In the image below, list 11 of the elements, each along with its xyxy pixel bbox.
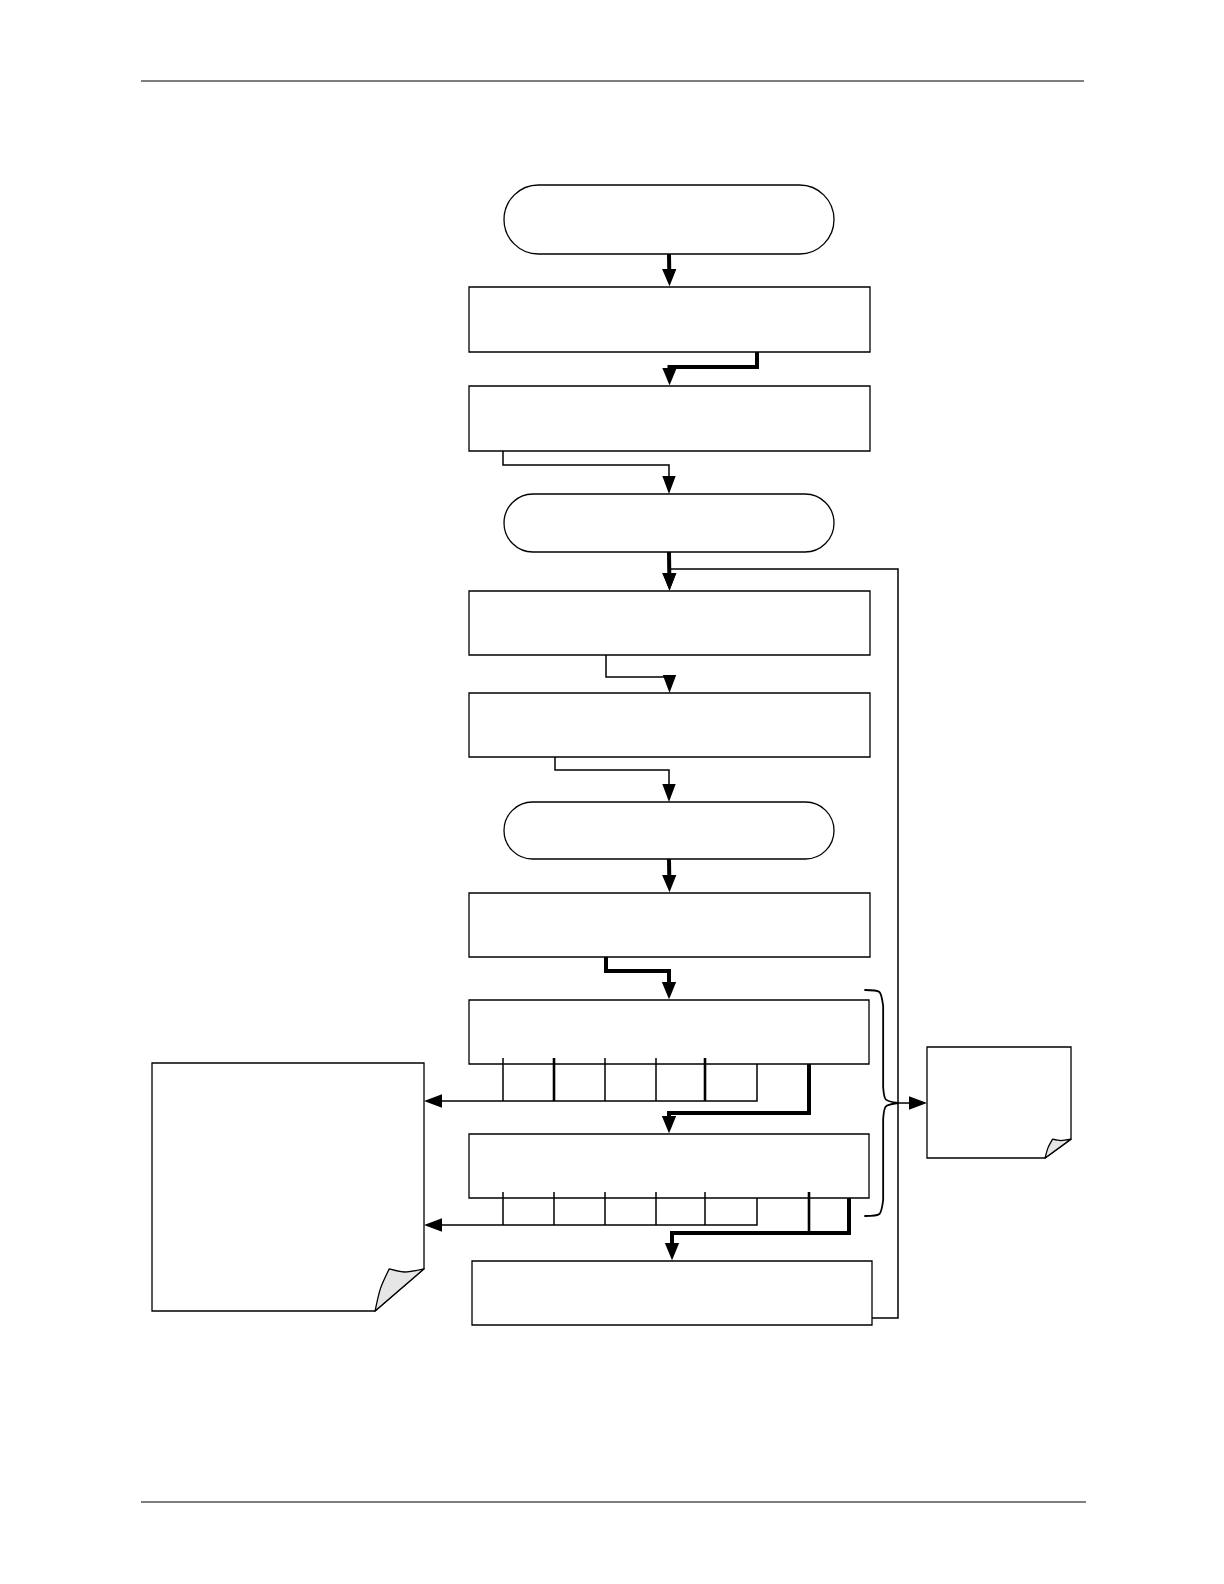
process-box bbox=[468, 1133, 870, 1199]
process-box bbox=[471, 1260, 873, 1326]
process-box bbox=[468, 692, 871, 758]
curly-brace bbox=[864, 989, 899, 1217]
process-box bbox=[468, 999, 870, 1065]
note-sheet bbox=[151, 1062, 425, 1312]
note-sheet bbox=[926, 1046, 1072, 1159]
process-box bbox=[468, 286, 871, 353]
process-box bbox=[468, 590, 871, 656]
process-box bbox=[468, 385, 871, 452]
process-box bbox=[468, 892, 871, 958]
